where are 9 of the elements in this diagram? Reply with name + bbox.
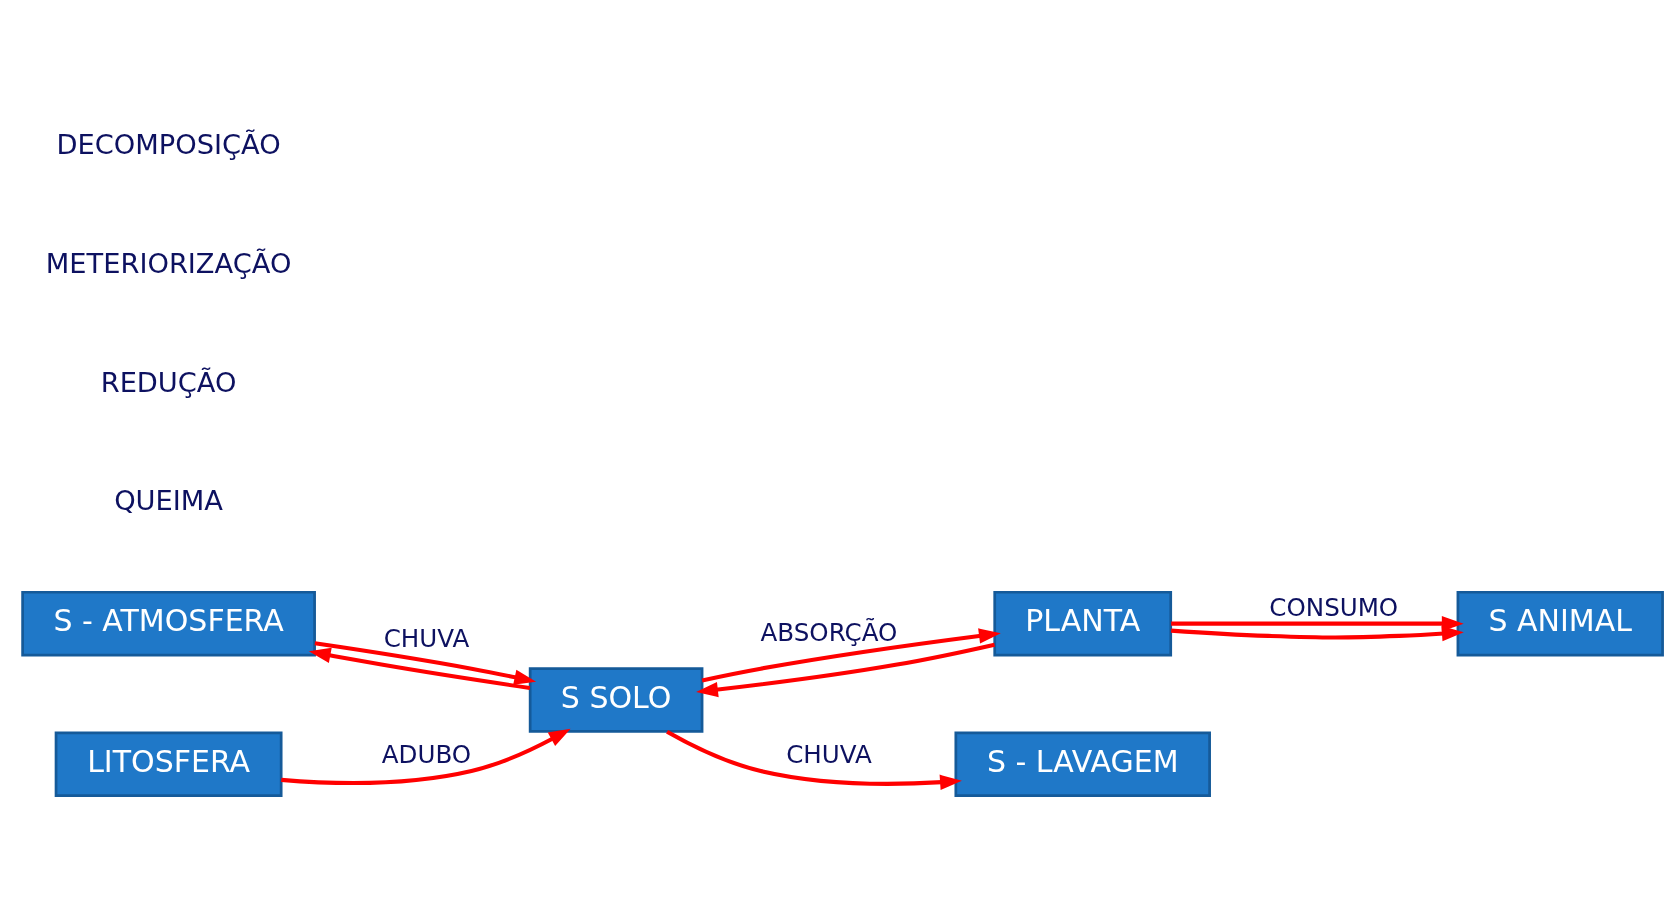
edge-label: ABSORÇÃO [760, 617, 898, 647]
label: METERIORIZAÇÃO [45, 247, 292, 279]
label: REDUÇÃO [100, 366, 237, 398]
edge-label: CONSUMO [1269, 592, 1399, 622]
label: QUEIMA [114, 485, 224, 517]
label: DECOMPOSIÇÃO [56, 129, 281, 161]
edge-label: CHUVA [786, 740, 872, 770]
edge-label: ADUBO [381, 740, 472, 770]
edge-label: CHUVA [383, 624, 470, 654]
